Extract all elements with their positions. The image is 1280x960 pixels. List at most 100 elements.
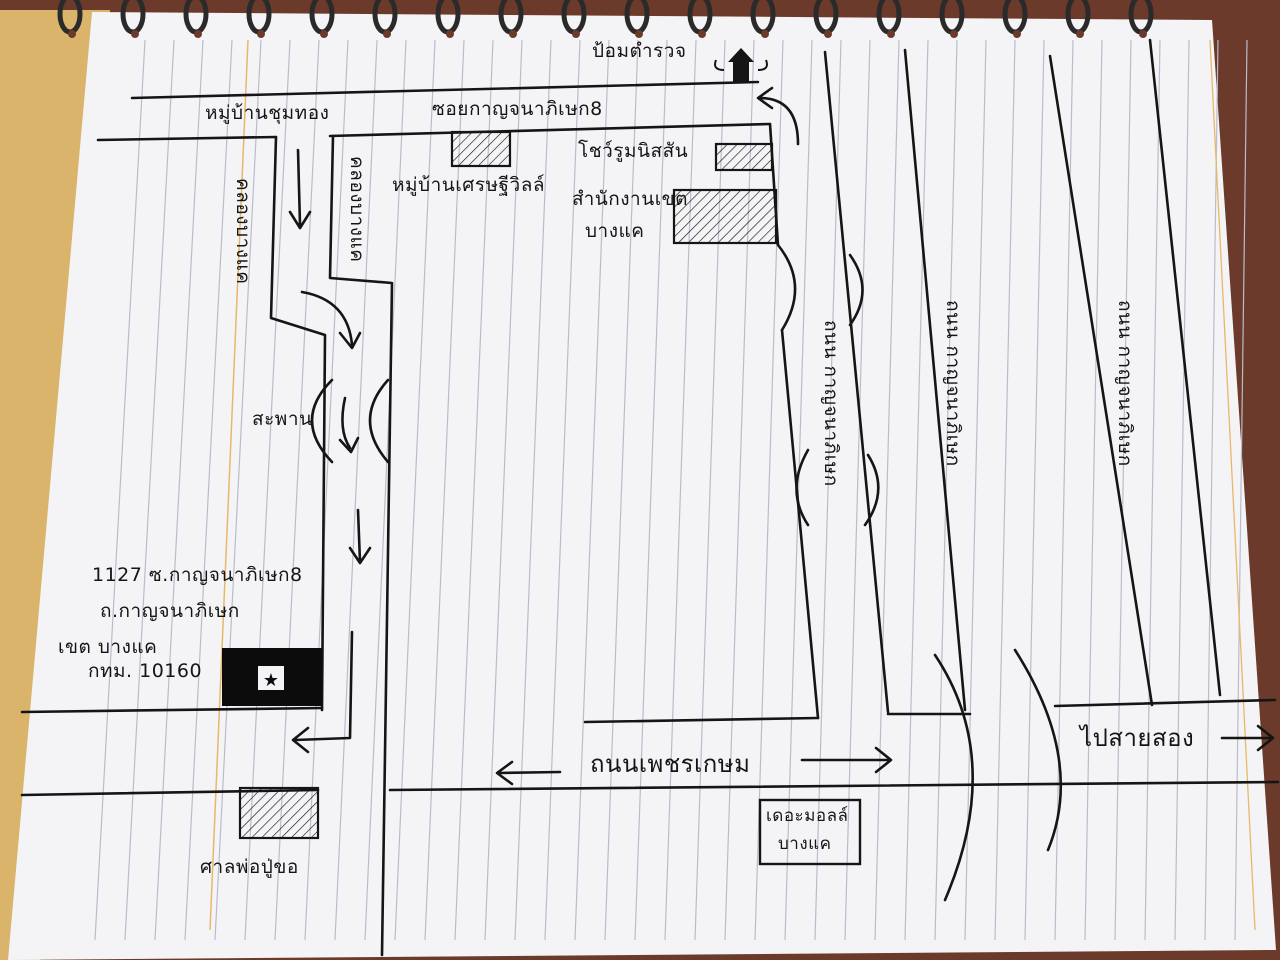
ruled-line — [1174, 39, 1190, 941]
phetkasem-top-edge-left — [20, 706, 324, 714]
district-office-building — [672, 188, 778, 245]
address-line-2: ถ.กาญจนาภิเษก — [100, 600, 240, 622]
showroom-building — [714, 142, 774, 172]
ruled-line — [154, 39, 204, 941]
ruled-line — [184, 39, 233, 941]
ruled-line — [334, 39, 378, 941]
flow-arrow-curve-icon — [338, 396, 360, 454]
ruled-line — [904, 39, 929, 941]
map-ink — [20, 38, 1280, 957]
ruled-line — [964, 39, 987, 941]
kanchanaphisek-road-label-3: ถนน กาญจนาภิเษก — [1114, 300, 1136, 467]
destination-marker: ★ — [222, 648, 322, 706]
village-setthiville-label: หมู่บ้านเศรษฐีวิลล์ — [392, 174, 545, 196]
spiral-hole — [320, 30, 328, 38]
village-building — [450, 130, 512, 168]
soi-top-edge — [130, 80, 760, 100]
district-office-label-line2: บางแค — [585, 220, 645, 242]
shrine-building — [238, 786, 320, 840]
phetkasem-top-edge-mid — [583, 716, 820, 724]
canal-right-edge — [328, 134, 394, 957]
phetkasem-top-edge-right — [1053, 698, 1277, 708]
bridge-arc — [795, 448, 810, 527]
spiral-hole — [950, 30, 958, 38]
turn-left-arrow-icon — [291, 630, 354, 754]
ruled-line — [1084, 39, 1103, 941]
kanchanaphisek-road-label-1: ถนน กาญจนาภิเษก — [820, 320, 842, 487]
spiral-hole — [698, 30, 706, 38]
notebook-page — [8, 12, 1276, 960]
road-arrow-left-icon — [495, 760, 562, 786]
spiral-hole — [824, 30, 832, 38]
phetkasem-bottom-edge — [388, 780, 1280, 792]
kanchanaphisek-road-edge — [1148, 38, 1222, 697]
police-box-label: ป้อมตำรวจ — [592, 40, 687, 62]
soi-label: ซอยกาญจนาภิเษก8 — [432, 98, 603, 120]
address-line-1: 1127 ซ.กาญจนาภิเษก8 — [92, 564, 303, 586]
star-icon: ★ — [263, 670, 279, 691]
destination-star-box — [258, 666, 284, 690]
to-sai-song-label: ไปสายสอง — [1080, 724, 1195, 752]
ruled-line — [754, 39, 784, 941]
kanchanaphisek-road-label-2: ถนน กาญจนาภิเษก — [942, 300, 964, 467]
bridge-arc-left — [310, 378, 334, 464]
the-mall-label: เดอะมอลล์ — [766, 806, 849, 826]
spiral-hole — [572, 30, 580, 38]
address-line-3: เขต บางแค — [58, 636, 158, 658]
flow-arrow-down-icon — [348, 508, 372, 565]
ruled-line — [214, 39, 262, 941]
ruled-line — [784, 39, 813, 941]
bridge-arc-right — [368, 378, 390, 464]
flow-arrow-curve-icon — [300, 290, 362, 350]
bridge-arc — [776, 243, 797, 332]
ruled-line — [364, 39, 407, 941]
road-arrow-right-icon — [1220, 724, 1275, 752]
ruled-line — [634, 39, 668, 941]
spiral-hole — [446, 30, 454, 38]
kanchanaphisek-road-edge — [823, 50, 890, 714]
ruled-line — [1114, 39, 1132, 941]
ruled-line — [874, 39, 900, 941]
ruled-line — [604, 39, 639, 941]
spiral-hole — [1013, 30, 1021, 38]
bridge-arc — [863, 453, 880, 527]
buildings — [238, 130, 778, 840]
police-box-icon — [714, 48, 768, 82]
ruled-line — [94, 39, 146, 941]
kanchanaphisek-road-edge — [1048, 54, 1154, 707]
spiral-hole — [635, 30, 643, 38]
soi-bottom-edge-left — [96, 135, 278, 142]
spiral-hole — [257, 30, 265, 38]
spiral-hole — [1139, 30, 1147, 38]
flow-arrow-down-icon — [288, 148, 312, 230]
road-arrow-right-icon — [800, 746, 893, 774]
kanchanaphisek-road-edge — [903, 48, 967, 712]
ruled-line — [814, 39, 842, 941]
spiral-hole — [383, 30, 391, 38]
ruled-line — [574, 39, 610, 941]
village-chumthong-label: หมู่บ้านชุมทอง — [205, 102, 330, 124]
district-office-label: สำนักงานเขต — [572, 188, 689, 210]
spiral-hole — [68, 30, 76, 38]
shrine-label: ศาลพ่อปู่ขอ — [200, 856, 299, 878]
the-mall-label-line2: บางแค — [778, 834, 832, 854]
u-turn-arrow-icon — [756, 86, 800, 146]
canal-mid-label: คลองบางแค — [346, 156, 368, 263]
ruled-line — [1204, 39, 1219, 941]
spiral-hole — [131, 30, 139, 38]
soi-right-edge-lower — [780, 328, 820, 720]
spiral-hole — [887, 30, 895, 38]
margin-line — [209, 39, 249, 931]
ruled-line — [1144, 39, 1161, 941]
spiral-hole — [1076, 30, 1084, 38]
bridge-label: สะพาน — [252, 408, 313, 430]
spiral-binding — [57, 0, 1154, 38]
bridge-arc-right — [1013, 648, 1063, 852]
canal-left-label: คลองบางแค — [232, 178, 254, 285]
showroom-label: โชว์รูมนิสสัน — [578, 140, 689, 162]
ruled-line — [994, 39, 1016, 941]
ruled-line — [844, 39, 871, 941]
phetkasem-road-label: ถนนเพชรเกษม — [590, 750, 751, 778]
spiral-hole — [761, 30, 769, 38]
